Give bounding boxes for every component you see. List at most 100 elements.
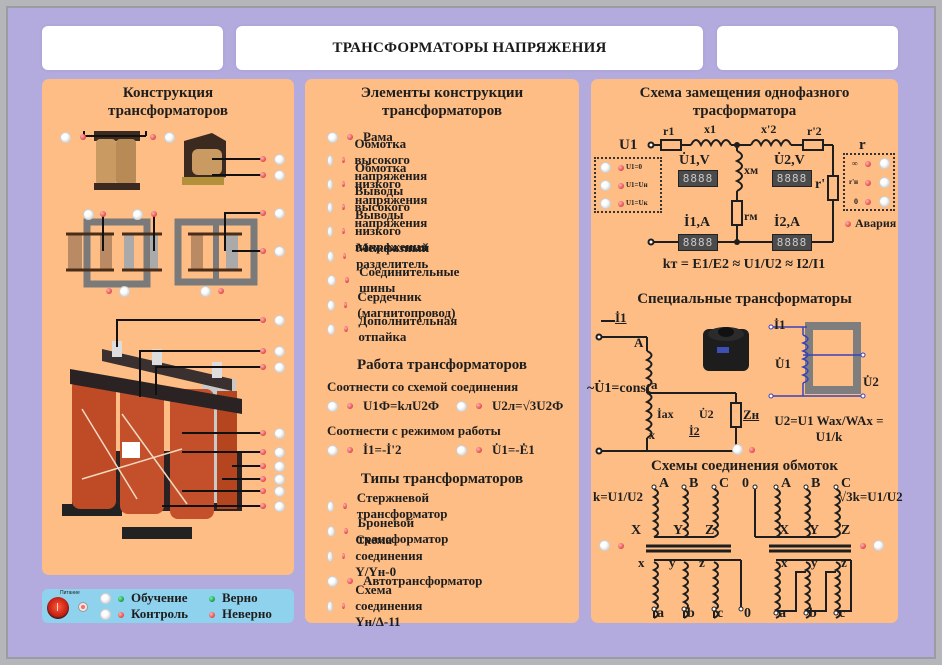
- u1-option-button[interactable]: [600, 198, 611, 209]
- lv-terminal-b: b: [687, 606, 695, 621]
- element-item[interactable]: Обмотка высокого напряжения: [327, 136, 436, 183]
- answer-button[interactable]: [274, 447, 285, 458]
- connection-formula-1[interactable]: U1Ф=kлU2Ф: [327, 398, 439, 414]
- answer-button[interactable]: [274, 362, 285, 373]
- answer-button[interactable]: [274, 170, 285, 181]
- element-item[interactable]: Обмотка низкого напряжения: [327, 160, 436, 207]
- windings-title: Схемы соединения обмоток: [651, 458, 838, 474]
- element-item[interactable]: Рама: [327, 128, 393, 146]
- r-option-button[interactable]: [879, 196, 890, 207]
- autotransformer-core-schematic: [768, 322, 866, 399]
- answer-button[interactable]: [274, 486, 285, 497]
- elements-panel: Элементы конструкции трансформаторов Рам…: [305, 79, 579, 629]
- right-k-formula: √3k=U1/U2: [839, 489, 903, 504]
- answer-button[interactable]: [83, 209, 94, 220]
- answer-button[interactable]: [327, 550, 334, 562]
- answer-button[interactable]: [327, 323, 336, 335]
- element-item-label: Сердечник (магнитопровод): [357, 289, 456, 320]
- answer-button[interactable]: [164, 132, 175, 143]
- r-option-button[interactable]: [879, 158, 890, 169]
- indicator-led: [342, 553, 346, 559]
- core-type-schematic: [66, 218, 162, 288]
- answer-button[interactable]: [732, 444, 743, 455]
- indicator-led: [476, 447, 482, 453]
- indicator-led: [260, 156, 266, 162]
- answer-button[interactable]: [274, 154, 285, 165]
- answer-button[interactable]: [327, 525, 335, 537]
- answer-button[interactable]: [327, 500, 335, 512]
- answer-button[interactable]: [200, 286, 211, 297]
- answer-button[interactable]: [456, 400, 467, 412]
- answer-button[interactable]: [327, 250, 334, 262]
- power-button[interactable]: [47, 597, 69, 619]
- type-item-label: Стержневой трансформатор: [356, 490, 448, 521]
- indicator-led: [341, 157, 345, 163]
- answer-button[interactable]: [327, 575, 338, 587]
- answer-button[interactable]: [274, 208, 285, 219]
- formula-text: U̇1=-Ė1: [492, 442, 535, 457]
- element-item[interactable]: Дополнительная отпайка: [327, 313, 462, 344]
- answer-button[interactable]: [274, 428, 285, 439]
- element-item-label: Дополнительная отпайка: [358, 313, 458, 344]
- indicator-led: [151, 211, 157, 217]
- answer-button[interactable]: [327, 274, 336, 286]
- r-option-button[interactable]: [879, 177, 890, 188]
- mode-formula-2[interactable]: U̇1=-Ė1: [456, 442, 535, 458]
- answer-button[interactable]: [274, 315, 285, 326]
- element-item[interactable]: Сердечник (магнитопровод): [327, 289, 461, 320]
- mode-learning-label: Обучение: [131, 590, 188, 605]
- answer-button[interactable]: [327, 154, 333, 166]
- answer-button[interactable]: [274, 501, 285, 512]
- u1-option-button[interactable]: [600, 180, 611, 191]
- type-item[interactable]: Броневой трансформатор: [327, 515, 454, 546]
- u1-selector-box: U1=0 U1=Uн U1=Uк: [594, 157, 662, 213]
- indicator-led: [260, 348, 266, 354]
- indicator-led: [342, 181, 345, 187]
- indicator-led: [618, 165, 624, 171]
- u1-option-button[interactable]: [600, 162, 611, 173]
- answer-button[interactable]: [327, 178, 334, 190]
- answer-button[interactable]: [327, 131, 338, 143]
- type-item[interactable]: Схема соединения Yн/Δ-11: [327, 582, 430, 629]
- element-item[interactable]: Межфазный разделитель: [327, 240, 436, 271]
- rm-label: rм: [744, 209, 758, 223]
- answer-button[interactable]: [873, 540, 884, 551]
- type-item[interactable]: Автотрансформатор: [327, 572, 482, 590]
- answer-button[interactable]: [456, 444, 467, 456]
- type-item[interactable]: Схема соединения Y/Yн-0: [327, 532, 430, 579]
- answer-button[interactable]: [327, 225, 334, 237]
- lv2-terminal-a: a: [779, 606, 786, 621]
- hv-terminal-C: C: [719, 476, 730, 491]
- mode-control-button[interactable]: [100, 609, 111, 620]
- mode-learning-button[interactable]: [100, 593, 111, 604]
- indicator-led: [80, 134, 86, 140]
- zn-label: Zн: [743, 407, 760, 422]
- answer-button[interactable]: [132, 209, 143, 220]
- power-indicator: [78, 602, 88, 612]
- element-item[interactable]: Выводы низкого напряжения: [327, 207, 436, 254]
- answer-button[interactable]: [327, 201, 333, 213]
- core-u1-label: U̇1: [775, 356, 791, 371]
- r-load-label: r': [815, 177, 826, 192]
- mode-formula-1[interactable]: İ1=-İ'2: [327, 442, 401, 458]
- answer-button[interactable]: [274, 461, 285, 472]
- indicator-led: [100, 211, 106, 217]
- element-item[interactable]: Выводы высокого напряжения: [327, 183, 436, 230]
- answer-button[interactable]: [327, 299, 335, 311]
- ratio-formula: kт = E1/E2 ≈ U1/U2 ≈ I2/I1: [662, 257, 826, 272]
- connection-formula-2[interactable]: U2л=√3U2Ф: [456, 398, 563, 414]
- answer-button[interactable]: [274, 246, 285, 257]
- answer-button[interactable]: [274, 474, 285, 485]
- answer-button[interactable]: [599, 540, 610, 551]
- i2-meter-label: İ2,A: [774, 215, 801, 230]
- control-bar: Питание Обучение Контроль Верно Неверно: [42, 589, 294, 623]
- type-item[interactable]: Стержневой трансформатор: [327, 490, 454, 521]
- answer-button[interactable]: [327, 444, 338, 456]
- answer-button[interactable]: [274, 346, 285, 357]
- answer-button[interactable]: [119, 286, 130, 297]
- answer-button[interactable]: [327, 600, 334, 612]
- answer-button[interactable]: [60, 132, 71, 143]
- alarm-led: [845, 221, 851, 227]
- element-item[interactable]: Соединительные шины: [327, 264, 463, 295]
- answer-button[interactable]: [327, 400, 338, 412]
